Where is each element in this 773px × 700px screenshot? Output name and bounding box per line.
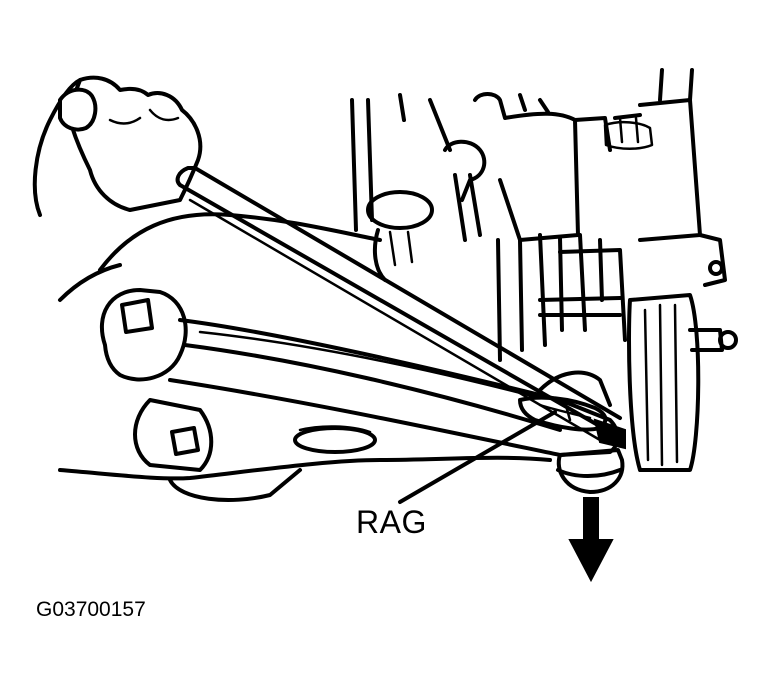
down-arrow-icon (568, 497, 614, 583)
bushing-squares (120, 298, 200, 456)
rag (518, 395, 608, 432)
figure-code: G03700157 (36, 598, 146, 621)
brake-rotor (627, 293, 738, 472)
callout-leader-line (398, 410, 557, 504)
brake-caliper-assembly (350, 68, 727, 362)
rag-callout-label: RAG (356, 504, 427, 540)
hand (32, 75, 203, 217)
lower-control-arm (58, 212, 620, 502)
stabilizer-link (366, 139, 487, 282)
